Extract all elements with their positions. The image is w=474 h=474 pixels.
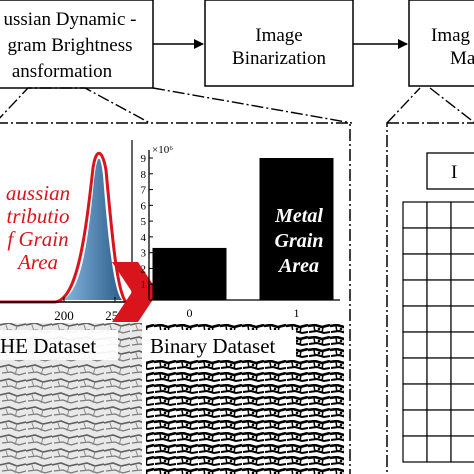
histogram-tick-200: 200	[54, 308, 74, 323]
matrix-cell	[426, 279, 452, 307]
matrix-cell	[450, 253, 474, 281]
bar-chart-y-ticks: 1 2 3 4 5 6 7 8 9	[141, 153, 153, 291]
y-tick-label: 3	[141, 248, 147, 260]
matrix-cell	[426, 383, 452, 411]
bar-chart-multiplier: ×10⁶	[152, 144, 173, 156]
matrix-cell	[402, 409, 428, 437]
right-panel-header: I	[451, 162, 457, 183]
he-dataset-image: HE Dataset	[0, 323, 142, 474]
matrix-cell	[402, 253, 428, 281]
matrix-cell	[402, 227, 428, 255]
y-tick-label: 1	[141, 279, 147, 291]
matrix-cell	[450, 409, 474, 437]
matrix-cell	[426, 305, 452, 333]
matrix-grid	[402, 201, 474, 463]
histogram-bars	[0, 158, 132, 300]
bar-0	[152, 247, 227, 300]
red-chevron-arrow-icon	[112, 262, 158, 322]
matrix-cell	[450, 279, 474, 307]
matrix-cell	[426, 227, 452, 255]
matrix-cell	[426, 331, 452, 359]
right-box-line-2: Ma	[450, 48, 474, 69]
matrix-cell	[402, 435, 428, 463]
matrix-cell	[450, 357, 474, 385]
y-tick-label: 4	[141, 232, 147, 244]
matrix-cell	[450, 331, 474, 359]
x-tick-label: 0	[187, 306, 193, 320]
binarization-line-2: Binarization	[232, 48, 326, 69]
zoom-callout-right	[386, 87, 474, 124]
matrix-cell	[402, 331, 428, 359]
matrix-cell	[426, 357, 452, 385]
y-tick-label: 6	[141, 200, 147, 212]
transformation-line-3: ansformation	[12, 61, 113, 82]
binary-dataset-image: Binary Dataset	[146, 323, 344, 474]
overlay-line-2: tributio	[6, 204, 69, 228]
binary-dataset-label: Binary Dataset	[150, 334, 276, 358]
x-tick-label: 1	[294, 306, 300, 320]
bar-1	[259, 158, 334, 300]
matrix-cell	[426, 201, 452, 229]
matrix-cell	[450, 227, 474, 255]
right-process-box: Imag Ma	[408, 0, 474, 87]
overlay-line-3: f Grain	[7, 227, 68, 251]
overlay-line-4: Area	[16, 250, 58, 274]
matrix-cell	[402, 279, 428, 307]
matrix-cell	[426, 253, 452, 281]
transformation-line-2: gram Brightness	[7, 35, 132, 56]
matrix-cell	[402, 357, 428, 385]
he-dataset-label: HE Dataset	[0, 334, 96, 358]
binarization-box: Image Binarization	[204, 0, 354, 87]
right-box-line-1: Imag	[431, 25, 471, 46]
matrix-cell	[450, 201, 474, 229]
right-panel-header-box: I	[426, 152, 474, 190]
bar-chart-bars	[152, 158, 334, 300]
annotation-line-3: Area	[277, 255, 319, 277]
matrix-cell	[402, 305, 428, 333]
matrix-cell	[450, 383, 474, 411]
gaussian-fit-curve	[0, 151, 134, 304]
binarization-line-1: Image	[255, 25, 302, 46]
matrix-cell	[402, 383, 428, 411]
right-detail-frame	[386, 122, 474, 474]
transformation-box: ussian Dynamic - gram Brightness ansform…	[0, 0, 154, 89]
matrix-cell	[426, 435, 452, 463]
y-tick-label: 8	[141, 169, 147, 181]
matrix-cell	[402, 201, 428, 229]
matrix-cell	[450, 305, 474, 333]
overlay-line-1: aussian	[6, 181, 70, 205]
grain-area-histogram: 200 250 aussian tributio f Grain Area	[0, 140, 134, 323]
annotation-line-1: Metal	[274, 205, 323, 227]
y-tick-label: 2	[141, 263, 147, 275]
transformation-line-1: ussian Dynamic -	[4, 9, 137, 30]
y-tick-label: 5	[141, 216, 147, 228]
annotation-line-2: Grain	[275, 230, 324, 252]
left-detail-frame	[0, 122, 351, 474]
y-tick-label: 7	[141, 185, 147, 197]
matrix-cell	[450, 435, 474, 463]
zoom-callout-left	[0, 87, 353, 124]
y-tick-label: 9	[141, 153, 147, 165]
matrix-cell	[426, 409, 452, 437]
